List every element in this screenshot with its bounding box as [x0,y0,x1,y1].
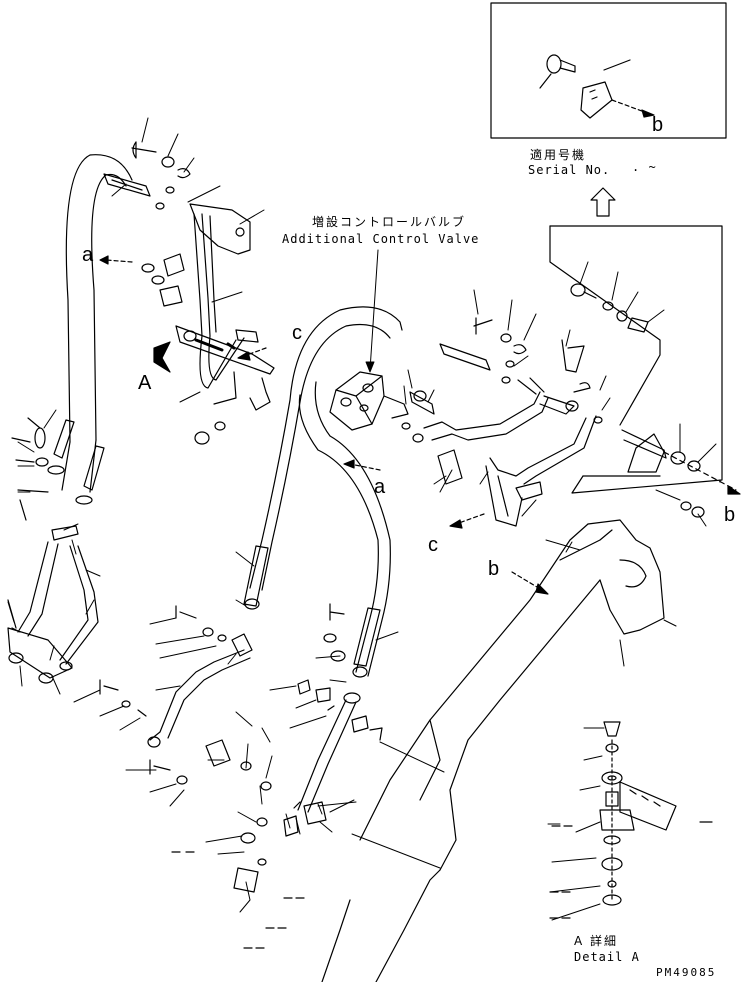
label-a-top-left: a [82,244,94,266]
leader-lines [7,117,717,921]
detail-a-english-label: Detail A [574,950,640,964]
label-c-center: c [428,534,438,556]
valve-english-label: Additional Control Valve [282,232,480,246]
bottom-left-tubes [7,417,99,684]
drawing-code: PM49085 [656,966,717,979]
serial-japanese-label: 適用号機 [530,148,587,162]
detail-a-japanese-label: A 詳細 [574,934,619,948]
center-hose-loop [243,306,403,678]
top-left-piping [103,141,275,445]
label-a-center: a [374,476,386,498]
serial-range: . ~ [632,160,657,174]
label-c-top: c [292,322,302,344]
left-hose-loop [47,154,133,505]
additional-control-valve [329,283,741,527]
right-detail-box [549,225,723,494]
inset-box-b [490,2,727,139]
detail-a-stack [599,721,677,906]
blank-callout-dashes [171,821,713,949]
boom-structure [321,519,665,982]
direction-arrows [99,255,549,595]
valve-japanese-label: 増設コントロールバルブ [312,215,467,229]
serial-english-label: Serial No. [528,163,611,177]
lower-piping [99,603,383,893]
label-A-detail-marker: A [138,372,152,394]
up-arrow [590,187,616,217]
label-b-right: b [724,504,736,526]
label-b-inset: b [652,114,664,136]
label-b-center: b [488,558,500,580]
